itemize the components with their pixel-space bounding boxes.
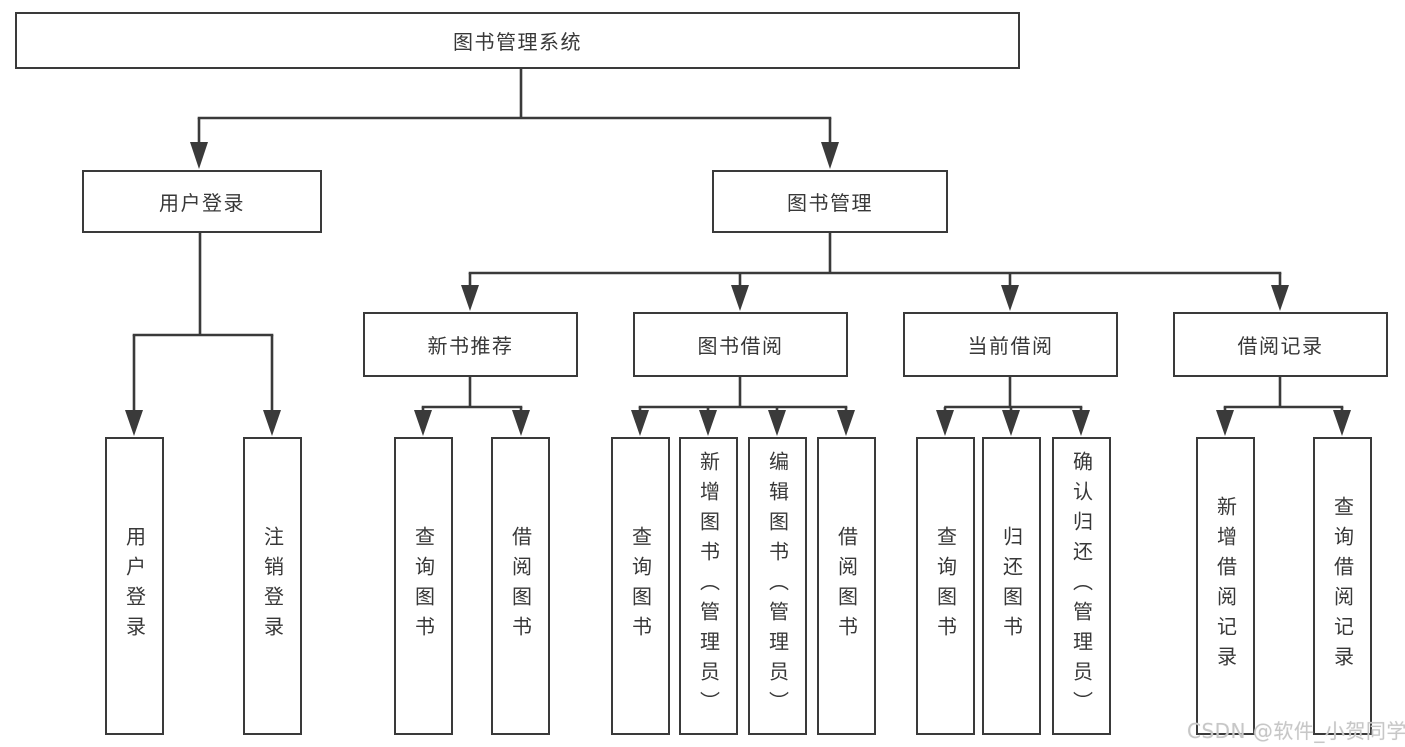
node-label: 图书借阅 [697, 334, 784, 358]
node-label: 用户登录 [159, 191, 245, 215]
node-label: 借阅图书 [834, 526, 859, 646]
node-label: 查询图书 [628, 526, 653, 646]
leaf-query-books-current: 查询图书 [916, 437, 975, 735]
node-book-borrowing: 图书借阅 [633, 312, 848, 377]
node-label: 查询图书 [411, 526, 436, 646]
leaf-query-borrow-record: 查询借阅记录 [1313, 437, 1372, 735]
node-label: 借阅图书 [508, 526, 533, 646]
leaf-add-borrow-record: 新增借阅记录 [1196, 437, 1255, 735]
node-label: 新增图书（管理员） [696, 451, 721, 721]
leaf-borrow-books: 借阅图书 [817, 437, 876, 735]
node-label: 借阅记录 [1237, 334, 1324, 358]
node-label: 用户登录 [122, 526, 147, 646]
node-label: 归还图书 [999, 526, 1024, 646]
node-label: 图书管理系统 [453, 30, 582, 54]
node-user-login: 用户登录 [82, 170, 322, 233]
leaf-confirm-return-admin: 确认归还（管理员） [1052, 437, 1111, 735]
node-borrowing-records: 借阅记录 [1173, 312, 1388, 377]
node-label: 图书管理 [787, 191, 873, 215]
leaf-user-login: 用户登录 [105, 437, 164, 735]
node-library-management-system: 图书管理系统 [15, 12, 1020, 69]
node-current-borrowing: 当前借阅 [903, 312, 1118, 377]
csdn-watermark: CSDN @软件_小贺同学 [1187, 719, 1405, 743]
node-book-management: 图书管理 [712, 170, 948, 233]
node-label: 新增借阅记录 [1213, 496, 1238, 676]
node-new-book-recommendation: 新书推荐 [363, 312, 578, 377]
node-label: 查询借阅记录 [1330, 496, 1355, 676]
leaf-query-books-borrow: 查询图书 [611, 437, 670, 735]
node-label: 查询图书 [933, 526, 958, 646]
leaf-edit-books-admin: 编辑图书（管理员） [748, 437, 807, 735]
node-label: 当前借阅 [967, 334, 1054, 358]
leaf-return-books: 归还图书 [982, 437, 1041, 735]
node-label: 确认归还（管理员） [1069, 451, 1094, 721]
leaf-logout: 注销登录 [243, 437, 302, 735]
node-label: 注销登录 [260, 526, 285, 646]
leaf-borrow-books-recommend: 借阅图书 [491, 437, 550, 735]
node-label: 编辑图书（管理员） [765, 451, 790, 721]
node-label: 新书推荐 [427, 334, 514, 358]
leaf-query-books-recommend: 查询图书 [394, 437, 453, 735]
leaf-add-books-admin: 新增图书（管理员） [679, 437, 738, 735]
